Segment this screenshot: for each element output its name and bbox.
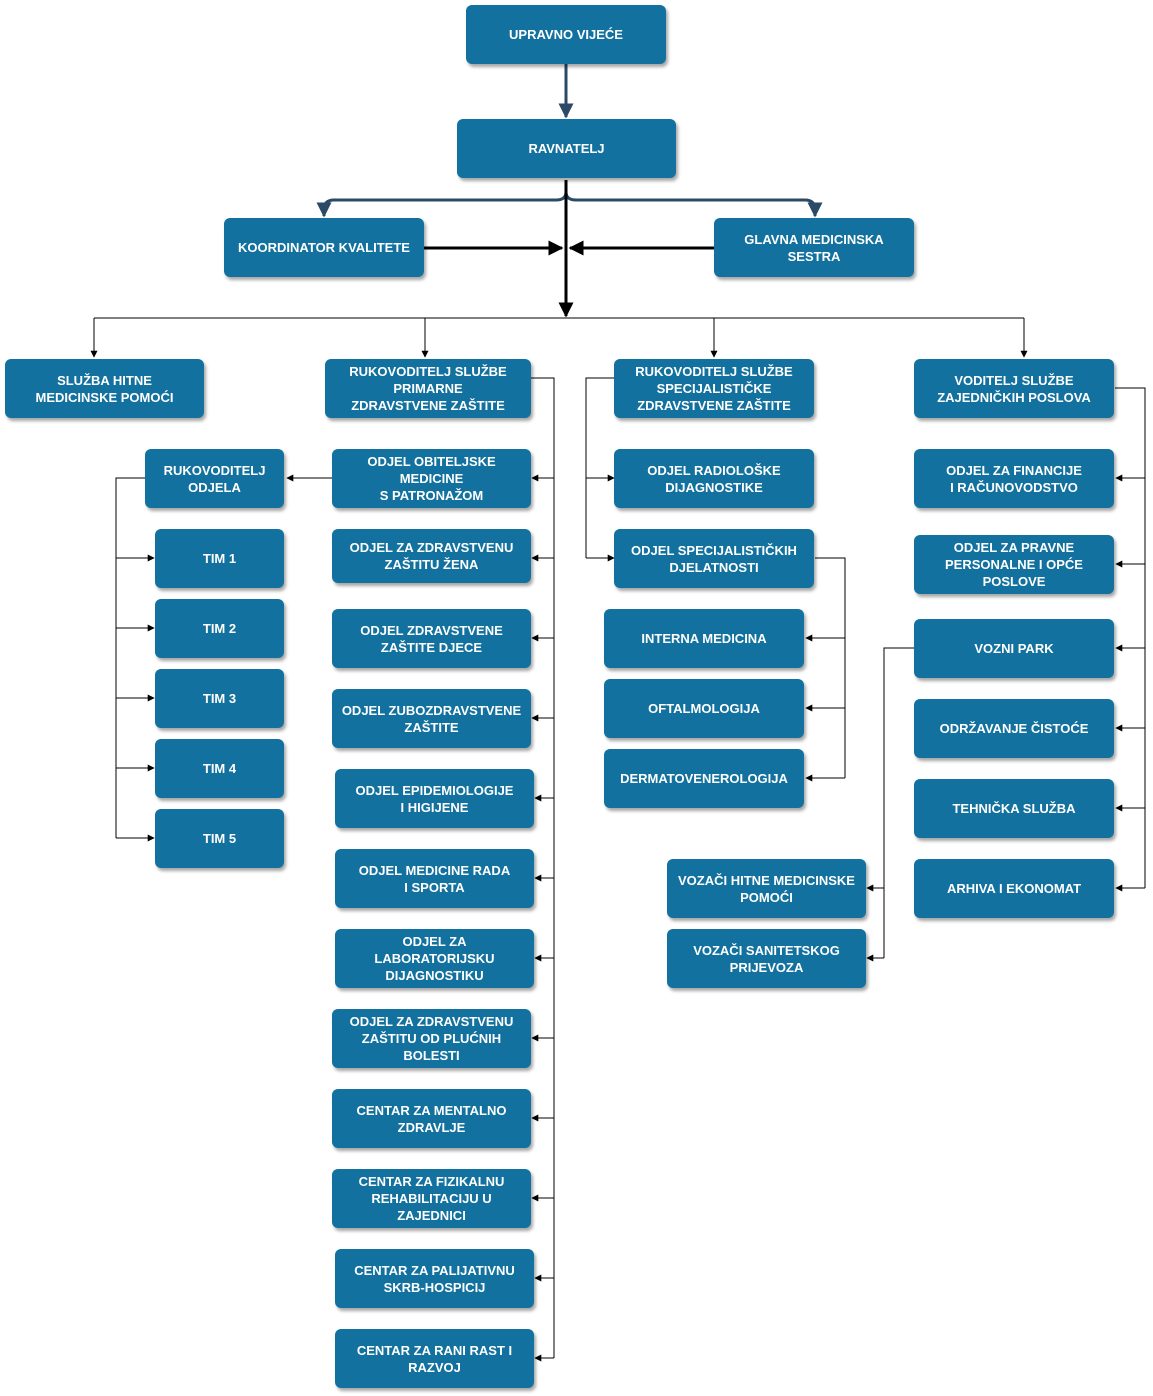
common-vehicle-pool-box[interactable]: VOZNI PARK — [914, 619, 1114, 678]
primary-spine — [531, 377, 555, 1358]
specialist-dept-radiology[interactable]: ODJEL RADIOLOŠKE DIJAGNOSTIKE — [614, 449, 814, 508]
primary-dept-occupational[interactable]: ODJEL MEDICINE RADA I SPORTA — [335, 849, 534, 908]
primary-dept-womens-health[interactable]: ODJEL ZA ZDRAVSTVENU ZAŠTITU ŽENA — [332, 529, 531, 583]
specialist-care-head-box[interactable]: RUKOVODITELJ SLUŽBE SPECIJALISTIČKE ZDRA… — [614, 359, 814, 418]
common-spine — [1115, 387, 1146, 888]
primary-dept-family-medicine[interactable]: ODJEL OBITELJSKE MEDICINE S PATRONAŽOM — [332, 449, 531, 508]
activities-spine — [815, 557, 846, 778]
specialist-dept-activities[interactable]: ODJEL SPECIJALISTIČKIH DJELATNOSTI — [614, 529, 814, 588]
quality-coordinator-box[interactable]: KOORDINATOR KVALITETE — [224, 218, 424, 277]
specialist-spine — [585, 377, 614, 558]
primary-dept-laboratory[interactable]: ODJEL ZA LABORATORIJSKU DIJAGNOSTIKU — [335, 929, 534, 988]
director-to-nurse-connector — [564, 191, 823, 218]
common-archive-box[interactable]: ARHIVA I EKONOMAT — [914, 859, 1114, 918]
drivers-emergency-box[interactable]: VOZAČI HITNE MEDICINSKE POMOĆI — [667, 859, 866, 918]
primary-center-rehabilitation[interactable]: CENTAR ZA FIZIKALNU REHABILITACIJU U ZAJ… — [332, 1169, 531, 1228]
common-finance-box[interactable]: ODJEL ZA FINANCIJE I RAČUNOVODSTVO — [914, 449, 1114, 508]
team-2-box[interactable]: TIM 2 — [155, 599, 284, 658]
drivers-transport-box[interactable]: VOZAČI SANITETSKOG PRIJEVOZA — [667, 929, 866, 988]
director-to-coordinator-connector — [316, 180, 568, 218]
common-cleaning-box[interactable]: ODRŽAVANJE ČISTOĆE — [914, 699, 1114, 758]
team-3-box[interactable]: TIM 3 — [155, 669, 284, 728]
team-5-box[interactable]: TIM 5 — [155, 809, 284, 868]
activity-internal-medicine[interactable]: INTERNA MEDICINA — [604, 609, 804, 668]
common-technical-box[interactable]: TEHNIČKA SLUŽBA — [914, 779, 1114, 838]
head-nurse-box[interactable]: GLAVNA MEDICINSKA SESTRA — [714, 218, 914, 277]
board-box[interactable]: UPRAVNO VIJEĆE — [466, 5, 666, 64]
common-legal-box[interactable]: ODJEL ZA PRAVNE PERSONALNE I OPĆE POSLOV… — [914, 535, 1114, 594]
primary-dept-dental[interactable]: ODJEL ZUBOZDRAVSTVENE ZAŠTITE — [332, 689, 531, 748]
primary-dept-pulmonary[interactable]: ODJEL ZA ZDRAVSTVENU ZAŠTITU OD PLUĆNIH … — [332, 1009, 531, 1068]
primary-care-head-box[interactable]: RUKOVODITELJ SLUŽBE PRIMARNE ZDRAVSTVENE… — [325, 359, 531, 418]
primary-dept-epidemiology[interactable]: ODJEL EPIDEMIOLOGIJE I HIGIJENE — [335, 769, 534, 828]
common-services-head-box[interactable]: VODITELJ SLUŽBE ZAJEDNIČKIH POSLOVA — [914, 359, 1114, 418]
team-4-box[interactable]: TIM 4 — [155, 739, 284, 798]
emergency-service-box[interactable]: SLUŽBA HITNE MEDICINSKE POMOĆI — [5, 359, 204, 418]
activity-ophthalmology[interactable]: OFTALMOLOGIJA — [604, 679, 804, 738]
primary-center-early-development[interactable]: CENTAR ZA RANI RAST I RAZVOJ — [335, 1329, 534, 1388]
vehicle-pool-spine — [883, 647, 914, 958]
department-head-box[interactable]: RUKOVODITELJ ODJELA — [145, 449, 284, 508]
activity-dermatovenerology[interactable]: DERMATOVENEROLOGIJA — [604, 749, 804, 808]
teams-spine — [115, 477, 145, 838]
primary-dept-childrens-health[interactable]: ODJEL ZDRAVSTVENE ZAŠTITE DJECE — [332, 609, 531, 668]
primary-center-mental-health[interactable]: CENTAR ZA MENTALNO ZDRAVLJE — [332, 1089, 531, 1148]
team-1-box[interactable]: TIM 1 — [155, 529, 284, 588]
primary-center-palliative[interactable]: CENTAR ZA PALIJATIVNU SKRB-HOSPICIJ — [335, 1249, 534, 1308]
director-box[interactable]: RAVNATELJ — [457, 119, 676, 178]
